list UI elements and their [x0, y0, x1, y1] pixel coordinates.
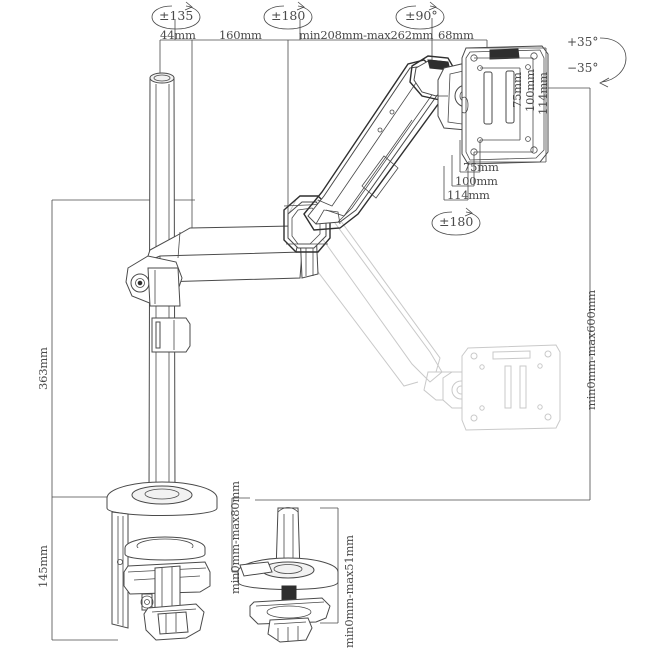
dimension-label-lower-arm: 160mm	[219, 28, 262, 42]
cable-clip	[151, 317, 191, 353]
vesa-bottom-label-114: 114mm	[447, 188, 490, 202]
dimension-label-clamp-height: 145mm	[36, 545, 50, 588]
tilt-arc-icon	[599, 37, 627, 88]
vesa-top-dimension-brackets	[468, 47, 547, 163]
vesa-bottom-dimension-brackets	[443, 140, 481, 201]
vesa-bottom-label-75: 75mm	[463, 160, 499, 174]
rotation-label-post: ±135	[159, 8, 194, 23]
post-base-joint	[125, 255, 183, 307]
dimension-label-post-offset: 44mm	[160, 28, 196, 42]
rotation-arc-icons	[151, 1, 481, 236]
desk-clamp-assembly	[106, 481, 218, 641]
rotation-label-vesa: ±180	[439, 214, 474, 229]
rotation-label-forearm: ±90°	[405, 8, 438, 23]
top-dimension-lines	[159, 18, 488, 262]
tilt-label-down: −35°	[567, 61, 599, 75]
dimension-label-clamp-thickness: min0mm-max80mm	[228, 481, 242, 594]
dimension-label-vesa-offset: 68mm	[438, 28, 474, 42]
dimension-label-height-adjust: min0mm-max600mm	[584, 289, 598, 410]
rotation-label-elbow: ±180	[271, 8, 306, 23]
vesa-top-label-114: 114mm	[536, 72, 550, 115]
vesa-plate	[461, 45, 549, 165]
ghost-arm-lowered-position	[287, 199, 561, 431]
dimension-label-post-height: 363mm	[36, 347, 50, 390]
vesa-top-label-100: 100mm	[523, 69, 537, 112]
vesa-top-label-75: 75mm	[510, 72, 524, 108]
dimension-label-grommet-thickness: min0mm-max51mm	[342, 535, 356, 648]
vesa-bottom-label-100: 100mm	[455, 174, 498, 188]
tilt-label-up: +35°	[567, 35, 599, 49]
grommet-mount-detail	[237, 507, 339, 643]
dimension-label-upper-arm: min208mm-max262mm	[299, 28, 434, 42]
grommet-thickness-dimension	[320, 507, 339, 624]
